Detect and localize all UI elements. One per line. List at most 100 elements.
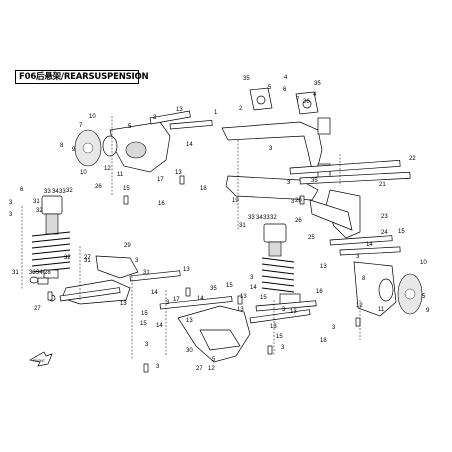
callout-c19: 9	[72, 147, 76, 153]
callout-c4: 7	[296, 97, 300, 103]
callout-c87: 15	[140, 321, 147, 327]
callout-c94: 15	[276, 334, 283, 340]
callout-c64: 27	[84, 255, 91, 261]
callout-c55: 14	[366, 242, 373, 248]
callout-c69: 14	[151, 290, 158, 296]
callout-c92: 3	[145, 342, 149, 348]
callout-c43: 34	[256, 215, 263, 221]
center-lower-arm	[159, 296, 317, 363]
callout-c62: 34	[36, 270, 43, 276]
callout-c35: 33	[44, 189, 51, 195]
callout-c42: 33	[248, 215, 255, 221]
callout-c105: 3	[156, 364, 160, 370]
callout-c66: 13	[183, 267, 190, 273]
callout-c15: 13	[176, 107, 183, 113]
center-shock-absorber	[261, 223, 301, 305]
callout-c53: 24	[381, 230, 388, 236]
callout-c36: 34	[52, 189, 59, 195]
callout-c81: 15	[226, 283, 233, 289]
callout-c93: 13	[270, 324, 277, 330]
callout-c100: 3	[282, 307, 286, 313]
callout-c47: 3	[291, 199, 295, 205]
callout-c102: 13	[290, 309, 297, 315]
callout-c2: 4	[284, 75, 288, 81]
callout-c97: 3	[281, 345, 285, 351]
callout-c27: 22	[409, 156, 416, 162]
callout-c34: 3	[9, 200, 13, 206]
callout-c56: 13	[320, 264, 327, 270]
diagram-title: F06后悬架/REARSUSPENSION	[19, 72, 149, 82]
callout-c11: 7	[79, 123, 83, 129]
front-arrow-label: FRONT	[33, 359, 46, 363]
callout-c51: 25	[308, 235, 315, 241]
callout-c14: 3	[153, 115, 157, 121]
callout-c44: 33	[263, 215, 270, 221]
callout-c7: 36	[303, 99, 310, 105]
callout-c80: 16	[316, 289, 323, 295]
callout-c38: 32	[66, 188, 73, 194]
callout-c40: 31	[33, 199, 40, 205]
callout-c63: 28	[44, 270, 51, 276]
callout-c50: 3	[9, 212, 13, 218]
callout-c23: 17	[157, 177, 164, 183]
callout-c17: 10	[80, 170, 87, 176]
left-lower-arm	[48, 255, 181, 305]
callout-c41: 6	[20, 187, 24, 193]
callout-c101: 13	[237, 307, 244, 313]
callout-c45: 32	[270, 215, 277, 221]
callout-c67: 31	[143, 270, 150, 276]
callout-c75: 3	[356, 254, 360, 260]
callout-c90: 30	[186, 348, 193, 354]
callout-c33: 20	[295, 198, 302, 204]
callout-c68: 3	[250, 275, 254, 281]
callout-c77: 14	[197, 296, 204, 302]
right-hub	[329, 235, 423, 317]
callout-c25: 18	[200, 186, 207, 192]
callout-c76: 35	[210, 286, 217, 292]
callout-c21: 11	[117, 172, 124, 178]
callout-c60: 31	[12, 270, 19, 276]
callout-c46: 26	[295, 218, 302, 224]
callout-c3: 6	[283, 87, 287, 93]
callout-c82: 14	[250, 285, 257, 291]
callout-c89: 13	[186, 318, 193, 324]
callout-c88: 3	[166, 300, 170, 306]
callout-c78: 13	[240, 294, 247, 300]
callout-c29: 35	[311, 178, 318, 184]
callout-c103: 3	[332, 325, 336, 331]
stabilizer-bar	[221, 87, 331, 179]
callout-c10: 8	[60, 143, 64, 149]
callout-c28: 21	[379, 182, 386, 188]
callout-c71: 13	[120, 301, 127, 307]
callout-c31: 16	[158, 201, 165, 207]
upper-link-left	[74, 110, 213, 173]
callout-c96: 12	[208, 366, 215, 372]
callout-c13: 1	[214, 110, 218, 116]
trailing-arm-upper	[225, 159, 411, 239]
guide-lines	[21, 116, 361, 360]
callout-c83: 8	[362, 276, 366, 282]
callout-c84: 11	[378, 307, 385, 313]
callout-c48: 31	[239, 223, 246, 229]
callout-c104: 5	[212, 357, 216, 363]
callout-c61: 33	[29, 270, 36, 276]
callout-c58: 32	[64, 255, 71, 261]
callout-c22: 15	[123, 186, 130, 192]
callout-c65: 3	[135, 258, 139, 264]
callout-c99: 14	[156, 323, 163, 329]
callout-c24: 13	[175, 170, 182, 176]
bolts	[47, 175, 361, 373]
callout-c85: 9	[426, 308, 430, 314]
callout-c59: 31	[84, 258, 91, 264]
callout-c73: 10	[420, 260, 427, 266]
callout-c6: 4	[313, 92, 317, 98]
callout-c72: 15	[141, 311, 148, 317]
callout-c8: 5	[268, 85, 272, 91]
callout-c9: 10	[89, 114, 96, 120]
left-shock-absorber	[29, 195, 71, 285]
callout-c37: 33	[59, 189, 66, 195]
callout-c5: 35	[314, 81, 321, 87]
callout-c52: 23	[381, 214, 388, 220]
